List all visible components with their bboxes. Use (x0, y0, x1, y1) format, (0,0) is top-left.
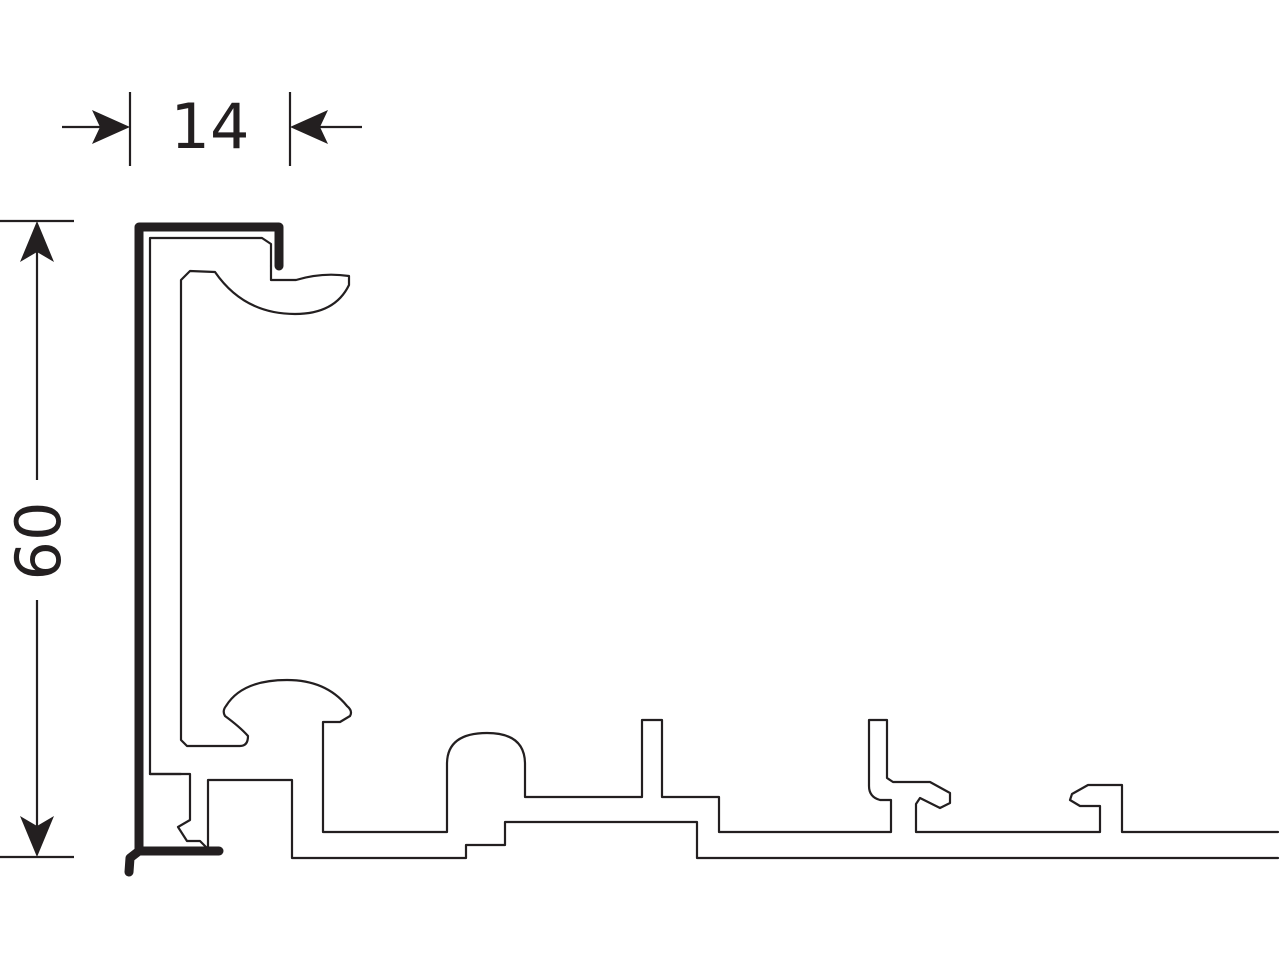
height-arrow-bottom (20, 816, 54, 857)
width-label: 14 (171, 90, 250, 163)
base-rail (148, 772, 1280, 860)
height-arrow-top (20, 221, 54, 262)
gasket-strip (124, 222, 284, 877)
corner-inner-lining (148, 236, 273, 776)
height-label: 60 (2, 502, 75, 581)
width-arrow-right (290, 110, 328, 144)
vertical-web-with-claws (179, 264, 1280, 834)
height-dimension: 60 (0, 219, 75, 859)
width-dimension: 14 (62, 90, 362, 166)
profile-outline (148, 236, 1280, 860)
width-arrow-left (92, 110, 130, 144)
